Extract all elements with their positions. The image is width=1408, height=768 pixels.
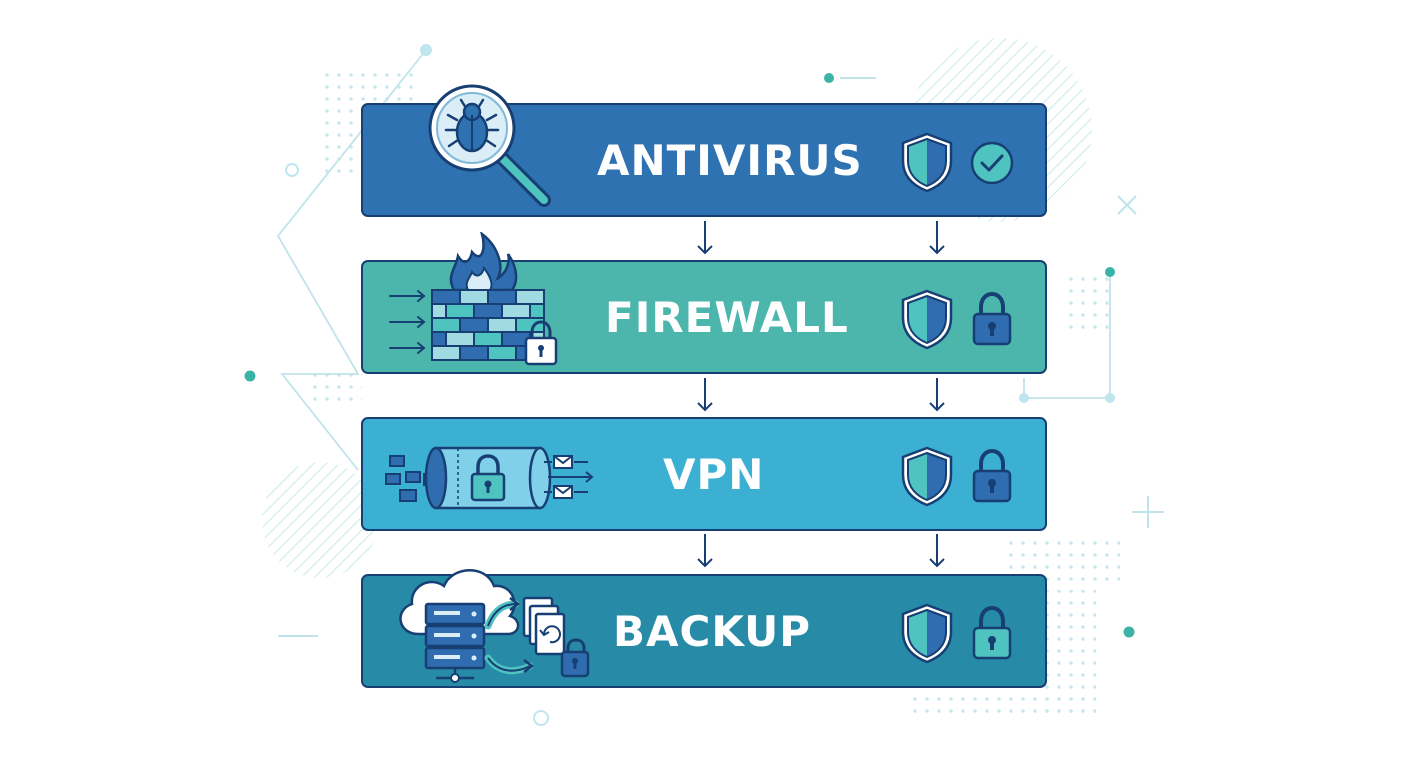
- layer-label-backup: BACKUP: [613, 606, 812, 656]
- layer-vpn: VPN: [361, 417, 1047, 531]
- layer-label-vpn: VPN: [663, 449, 765, 499]
- padlock-icon: [972, 448, 1012, 503]
- arrow-down-icon: [697, 534, 713, 568]
- arrow-down-icon: [697, 378, 713, 412]
- check-circle-icon: [970, 141, 1014, 185]
- layer-label-antivirus: ANTIVIRUS: [597, 135, 863, 185]
- padlock-icon: [972, 605, 1012, 660]
- arrow-down-icon: [697, 221, 713, 255]
- shield-icon: [901, 289, 953, 350]
- padlock-icon: [972, 291, 1012, 346]
- encrypted-tunnel-icon: [385, 446, 594, 510]
- magnifier-bug-icon: [428, 84, 551, 207]
- arrow-down-icon: [929, 221, 945, 255]
- layer-antivirus: ANTIVIRUS: [361, 103, 1047, 217]
- brick-wall-fire-icon: [389, 232, 558, 366]
- layer-label-firewall: FIREWALL: [605, 292, 849, 342]
- shield-icon: [901, 446, 953, 507]
- cloud-server-backup-icon: [399, 569, 590, 683]
- shield-icon: [901, 132, 953, 193]
- arrow-down-icon: [929, 378, 945, 412]
- arrow-down-icon: [929, 534, 945, 568]
- shield-icon: [901, 603, 953, 664]
